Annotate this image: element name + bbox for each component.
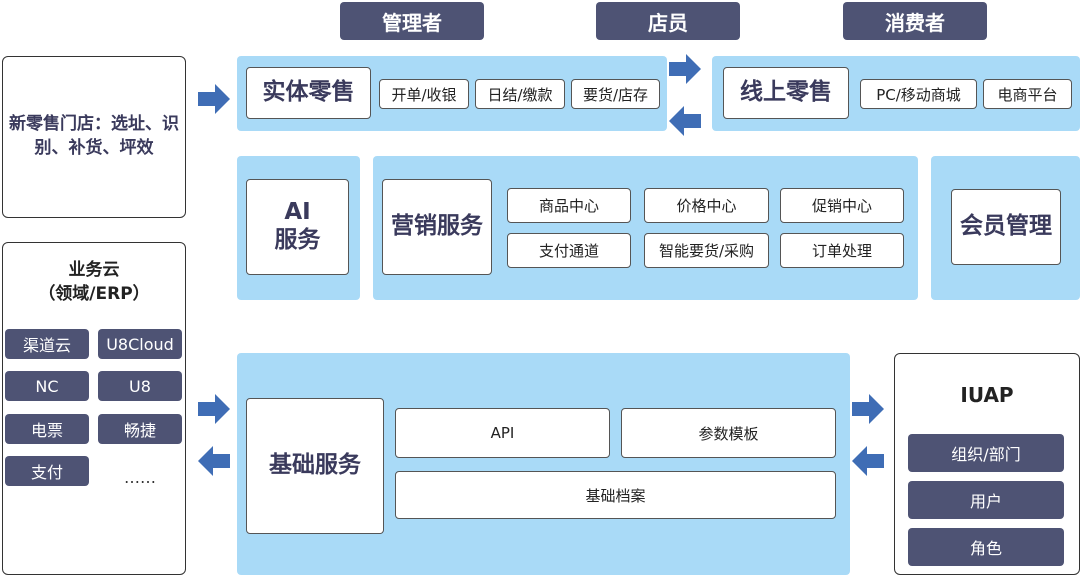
online-retail-title: 线上零售	[723, 67, 849, 119]
business-cloud-title-line2: （领域/ERP）	[38, 284, 150, 304]
base-item-api: API	[395, 408, 610, 458]
new-retail-store-text: 新零售门店：选址、识别、补货、坪效	[9, 114, 179, 158]
role-clerk: 店员	[596, 2, 740, 40]
marketing-item-payment-channel: 支付通道	[507, 233, 631, 268]
arrow-right-icon	[669, 54, 701, 84]
business-cloud-box	[2, 242, 186, 575]
business-cloud-title: 业务云 （领域/ERP）	[2, 258, 186, 308]
base-item-master-data: 基础档案	[395, 471, 836, 519]
arrow-right-icon	[198, 394, 230, 424]
arrow-right-icon	[198, 84, 230, 114]
marketing-item-smart-purchase: 智能要货/采购	[644, 233, 769, 268]
arrow-left-icon	[198, 446, 230, 476]
member-management-title: 会员管理	[951, 189, 1061, 265]
iuap-title: IUAP	[960, 383, 1014, 407]
ai-service-label: AI 服务	[274, 199, 321, 253]
cloud-item-nc: NC	[5, 371, 89, 401]
cloud-item-chanjet: 畅捷	[98, 414, 182, 444]
business-cloud-title-line1: 业务云	[68, 260, 120, 281]
cloud-item-u8: U8	[98, 371, 182, 401]
base-item-param-template: 参数模板	[621, 408, 836, 458]
arrow-left-icon	[852, 446, 884, 476]
arrow-right-icon	[852, 394, 884, 424]
iuap-item-user: 用户	[908, 481, 1064, 519]
base-service-title: 基础服务	[246, 398, 384, 534]
iuap-item-role: 角色	[908, 528, 1064, 566]
role-manager: 管理者	[340, 2, 484, 40]
online-item-ecommerce: 电商平台	[983, 79, 1072, 109]
marketing-item-order-processing: 订单处理	[780, 233, 904, 268]
cloud-item-u8cloud: U8Cloud	[98, 329, 182, 359]
marketing-item-promotion-center: 促销中心	[780, 188, 904, 223]
arrow-left-icon	[669, 106, 701, 136]
physical-item-daily-settle: 日结/缴款	[475, 79, 565, 109]
online-item-mall: PC/移动商城	[860, 79, 977, 109]
cloud-item-channel: 渠道云	[5, 329, 89, 359]
marketing-item-product-center: 商品中心	[507, 188, 631, 223]
cloud-item-payment: 支付	[5, 456, 89, 486]
new-retail-store-box: 新零售门店：选址、识别、补货、坪效	[2, 56, 186, 218]
physical-item-stock: 要货/店存	[571, 79, 660, 109]
physical-item-checkout: 开单/收银	[379, 79, 469, 109]
role-consumer: 消费者	[843, 2, 987, 40]
iuap-item-org: 组织/部门	[908, 434, 1064, 472]
marketing-item-price-center: 价格中心	[644, 188, 769, 223]
ai-service-title: AI 服务	[246, 179, 349, 275]
marketing-service-title: 营销服务	[382, 179, 492, 275]
physical-retail-title: 实体零售	[246, 67, 371, 119]
cloud-item-einvoice: 电票	[5, 414, 89, 444]
cloud-item-more: ……	[124, 467, 156, 487]
